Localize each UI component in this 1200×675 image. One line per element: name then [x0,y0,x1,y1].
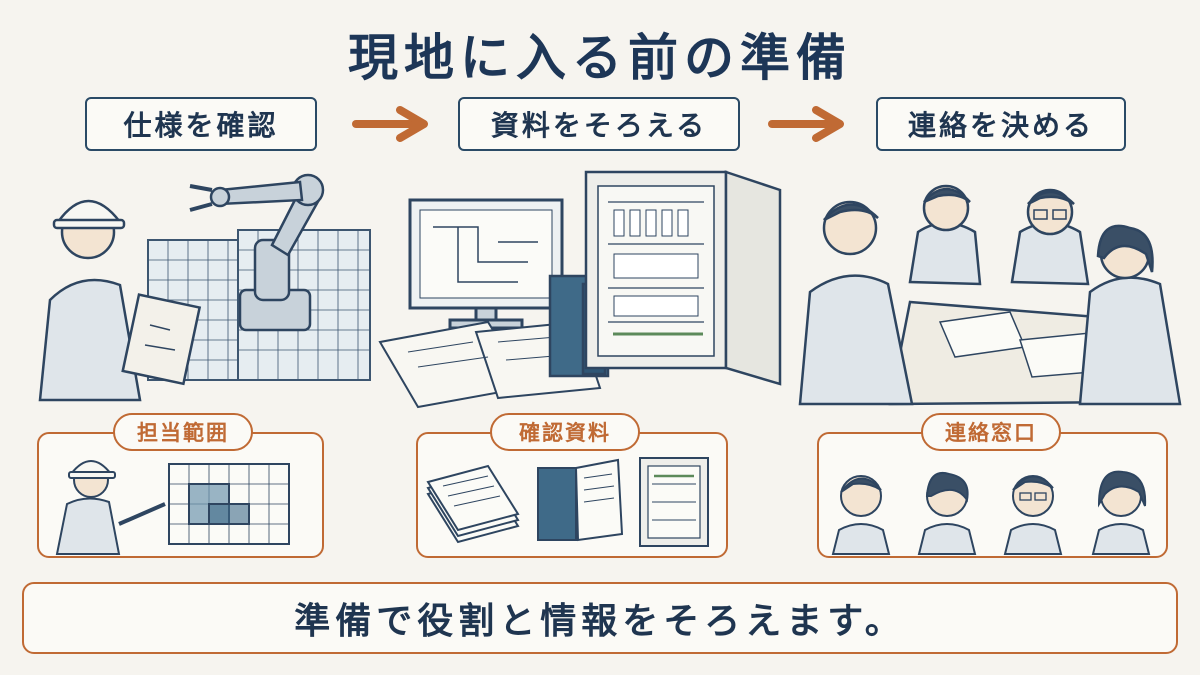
panel-reference-documents [416,432,728,558]
contact-people-illustration [831,470,1151,555]
scope-drawing-illustration [55,460,290,555]
person-2 [908,221,982,286]
step-spec-check: 仕様を確認 [85,97,317,151]
page-title: 現地に入る前の準備 [348,29,852,87]
meeting-illustration [798,184,1182,406]
monitor [408,198,564,330]
summary-banner: 準備で役割と情報をそろえます。 [22,582,1178,654]
reference-documents-illustration [426,457,709,547]
tag-contact-points: 連絡窓口 [921,413,1061,451]
arrow-right-icon [768,106,844,142]
robot-arm [189,173,325,332]
person-4 [1078,276,1182,406]
panel-responsibility-scope [37,432,324,558]
documents-illustration [378,170,782,409]
step-decide-contacts: 連絡を決める [876,97,1126,151]
worker-robot-illustration [38,173,371,402]
control-cabinet [584,170,782,386]
tag-responsibility-scope: 担当範囲 [113,413,253,451]
tag-reference-documents: 確認資料 [490,413,640,451]
arrow-right-icon [352,106,428,142]
person-1 [798,274,914,406]
step-gather-documents: 資料をそろえる [458,97,740,151]
worker [38,199,202,402]
